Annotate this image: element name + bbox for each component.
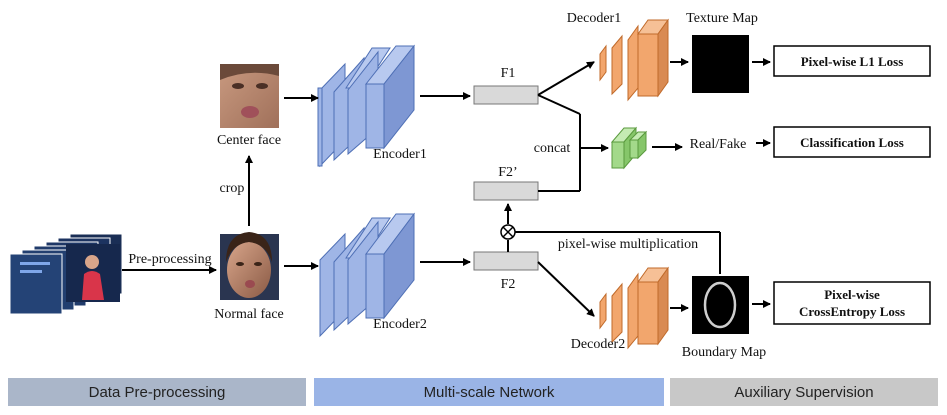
decoder1-block xyxy=(599,18,669,102)
l1-loss-label: Pixel-wise L1 Loss xyxy=(801,54,904,69)
encoder1-label: Encoder1 xyxy=(373,147,427,162)
encoder2-block xyxy=(319,212,415,338)
classification-loss-box xyxy=(773,126,931,158)
texture-map-image xyxy=(692,35,749,93)
l1-loss-box xyxy=(773,45,931,77)
classifier-block xyxy=(610,126,648,170)
video-frame-stack xyxy=(9,233,123,315)
phase-network-label: Multi-scale Network xyxy=(424,384,555,401)
phase-supervision-label: Auxiliary Supervision xyxy=(734,384,873,401)
center-face-label: Center face xyxy=(217,133,281,148)
connectors xyxy=(122,58,771,317)
decoder1-label: Decoder1 xyxy=(567,11,621,26)
phase-auxiliary-supervision xyxy=(670,378,938,406)
f2-feature-box xyxy=(473,251,539,271)
center-face-photo xyxy=(220,64,279,128)
phase-data-preprocessing xyxy=(8,378,306,406)
f1-feature-box xyxy=(473,85,539,105)
normal-face-photo xyxy=(220,232,279,300)
boundary-map-image xyxy=(692,276,749,334)
multiply-icon xyxy=(500,224,516,240)
crop-label: crop xyxy=(220,181,245,196)
pre-processing-label: Pre-processing xyxy=(128,252,211,267)
crossentropy-loss-line1: Pixel-wise xyxy=(824,287,880,302)
texture-map-label: Texture Map xyxy=(686,11,758,26)
concat-label: concat xyxy=(534,141,571,156)
classification-loss-label: Classification Loss xyxy=(800,135,904,150)
encoder2-label: Encoder2 xyxy=(373,317,427,332)
f2-prime-feature-box xyxy=(473,181,539,201)
f2-prime-label: F2’ xyxy=(498,165,517,180)
f2-label: F2 xyxy=(501,277,516,292)
crossentropy-loss-box xyxy=(773,281,931,325)
encoder1-block xyxy=(317,44,416,168)
decoder2-label: Decoder2 xyxy=(571,337,625,352)
boundary-map-label: Boundary Map xyxy=(682,345,766,360)
pixel-multiplication-label: pixel-wise multiplication xyxy=(558,237,698,252)
normal-face-label: Normal face xyxy=(214,307,284,322)
decoder2-block xyxy=(599,266,669,350)
real-fake-label: Real/Fake xyxy=(690,137,747,152)
crossentropy-loss-line2: CrossEntropy Loss xyxy=(799,304,905,319)
phase-multiscale-network xyxy=(314,378,664,406)
f1-label: F1 xyxy=(501,66,516,81)
phase-data-label: Data Pre-processing xyxy=(89,384,226,401)
